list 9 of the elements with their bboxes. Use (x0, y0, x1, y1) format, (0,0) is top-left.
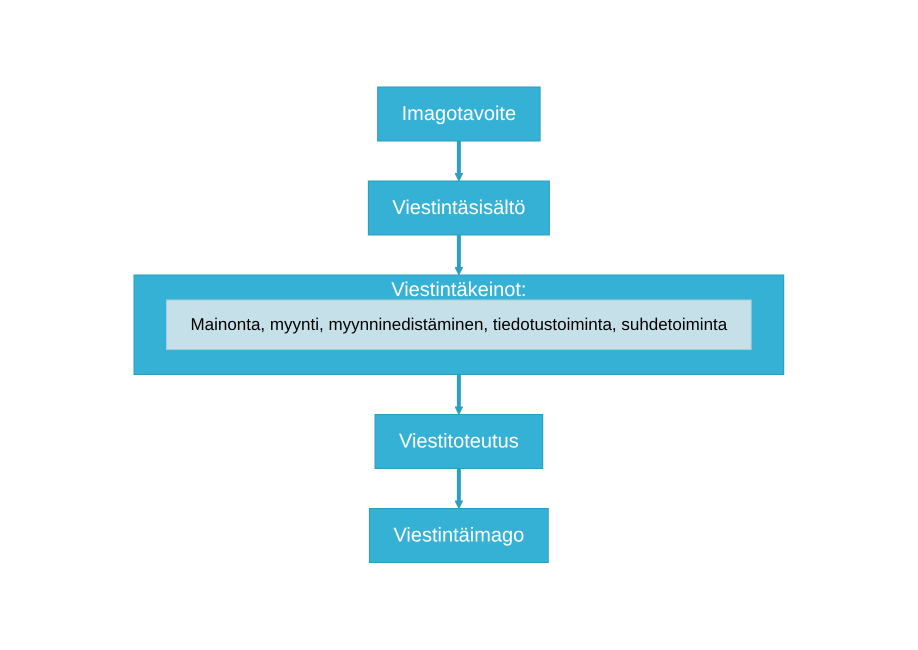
node-box: Mainonta, myynti, myynninedistäminen, tiedotustoiminta, suhdetoiminta (166, 300, 752, 350)
arrow (454, 468, 464, 510)
node-box: Viestintäimago (369, 508, 549, 564)
node-box: Viestintäsisältö (368, 180, 550, 236)
arrow (454, 374, 464, 416)
arrow (454, 235, 464, 276)
arrow (454, 141, 464, 182)
node-box: Imagotavoite (377, 86, 541, 142)
node-box: Viestitoteutus (374, 414, 544, 470)
